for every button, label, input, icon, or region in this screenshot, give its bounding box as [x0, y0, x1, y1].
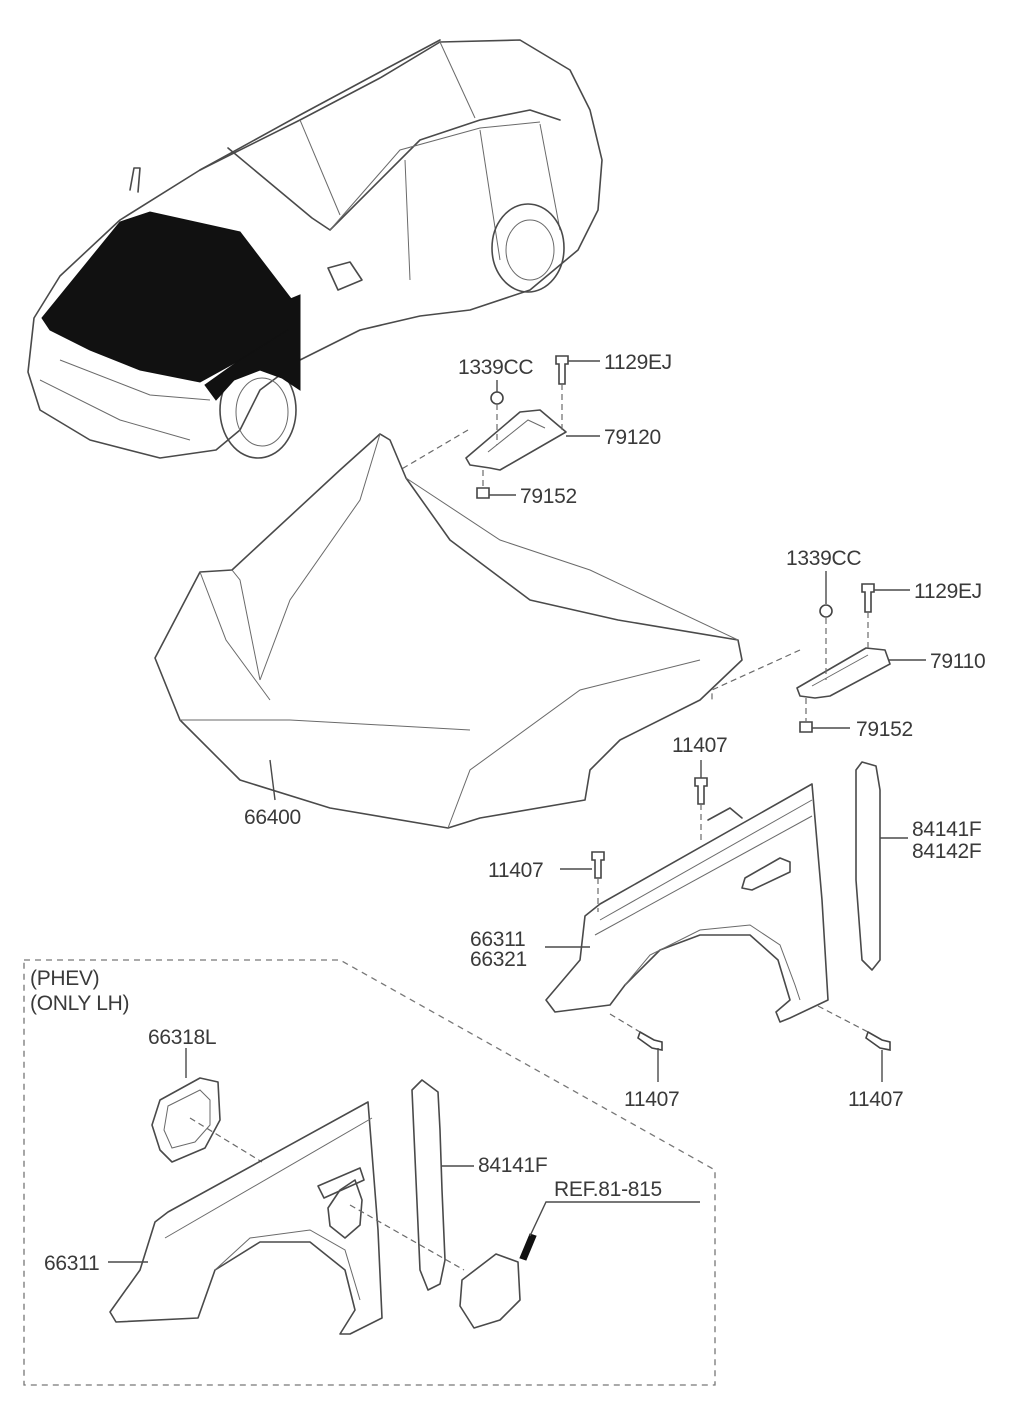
label-11407-top: 11407 — [672, 734, 727, 757]
bolt-11407-front[interactable] — [591, 851, 605, 879]
label-79110: 79110 — [930, 650, 985, 673]
label-66321: 66321 — [470, 948, 527, 971]
fender-66311-66321[interactable] — [545, 783, 829, 1023]
hood-hinge-lh-group — [399, 355, 600, 499]
phev-fender-66311[interactable] — [109, 1101, 383, 1335]
label-79120: 79120 — [604, 426, 661, 449]
bolt-11407-bottom-front[interactable] — [637, 1030, 663, 1051]
phev-note: (PHEV) — [30, 967, 99, 990]
hood-panel-66400[interactable] — [154, 433, 743, 829]
vehicle-overview — [27, 39, 603, 459]
bolt-79152-rh[interactable] — [799, 721, 813, 733]
only-lh-note: (ONLY LH) — [30, 992, 129, 1015]
hood-hinge-79110[interactable] — [796, 647, 891, 699]
charge-port-housing-66318l[interactable] — [151, 1077, 221, 1163]
highlight-fender — [204, 294, 301, 401]
label-84142f: 84142F — [912, 840, 981, 863]
bolt-1129ej-rh[interactable] — [861, 583, 875, 613]
bolt-79152-lh[interactable] — [476, 487, 490, 499]
charge-port-door[interactable] — [459, 1253, 521, 1329]
label-11407-front: 11407 — [488, 859, 543, 882]
label-1129ej-lh: 1129EJ — [604, 351, 672, 374]
bolt-1129ej-lh[interactable] — [555, 355, 569, 385]
label-11407-bottom-rear: 11407 — [848, 1088, 903, 1111]
hood-hinge-79120[interactable] — [465, 409, 567, 471]
fender-insulator-84141f[interactable] — [855, 761, 881, 971]
label-66311: 66311 — [470, 928, 525, 951]
label-84141f: 84141F — [912, 818, 981, 841]
label-79152-lh: 79152 — [520, 485, 577, 508]
hood-hinge-rh-group — [711, 571, 926, 733]
label-84141f-phev: 84141F — [478, 1154, 547, 1177]
label-1129ej-rh: 1129EJ — [914, 580, 982, 603]
label-11407-bottom-front: 11407 — [624, 1088, 679, 1111]
label-66318l: 66318L — [148, 1026, 216, 1049]
label-ref-81-815: REF.81-815 — [554, 1178, 662, 1201]
label-79152-rh: 79152 — [856, 718, 913, 741]
label-1339cc-rh: 1339CC — [786, 547, 861, 570]
bolt-11407-bottom-rear[interactable] — [865, 1030, 891, 1051]
label-66400: 66400 — [244, 806, 301, 829]
phev-insulator-84141f[interactable] — [411, 1079, 446, 1291]
label-1339cc-lh: 1339CC — [458, 356, 533, 379]
bolt-11407-top[interactable] — [694, 777, 708, 805]
label-66311-phev: 66311 — [44, 1252, 99, 1275]
nut-1339cc-rh[interactable] — [819, 604, 833, 618]
nut-1339cc-lh[interactable] — [490, 391, 504, 405]
